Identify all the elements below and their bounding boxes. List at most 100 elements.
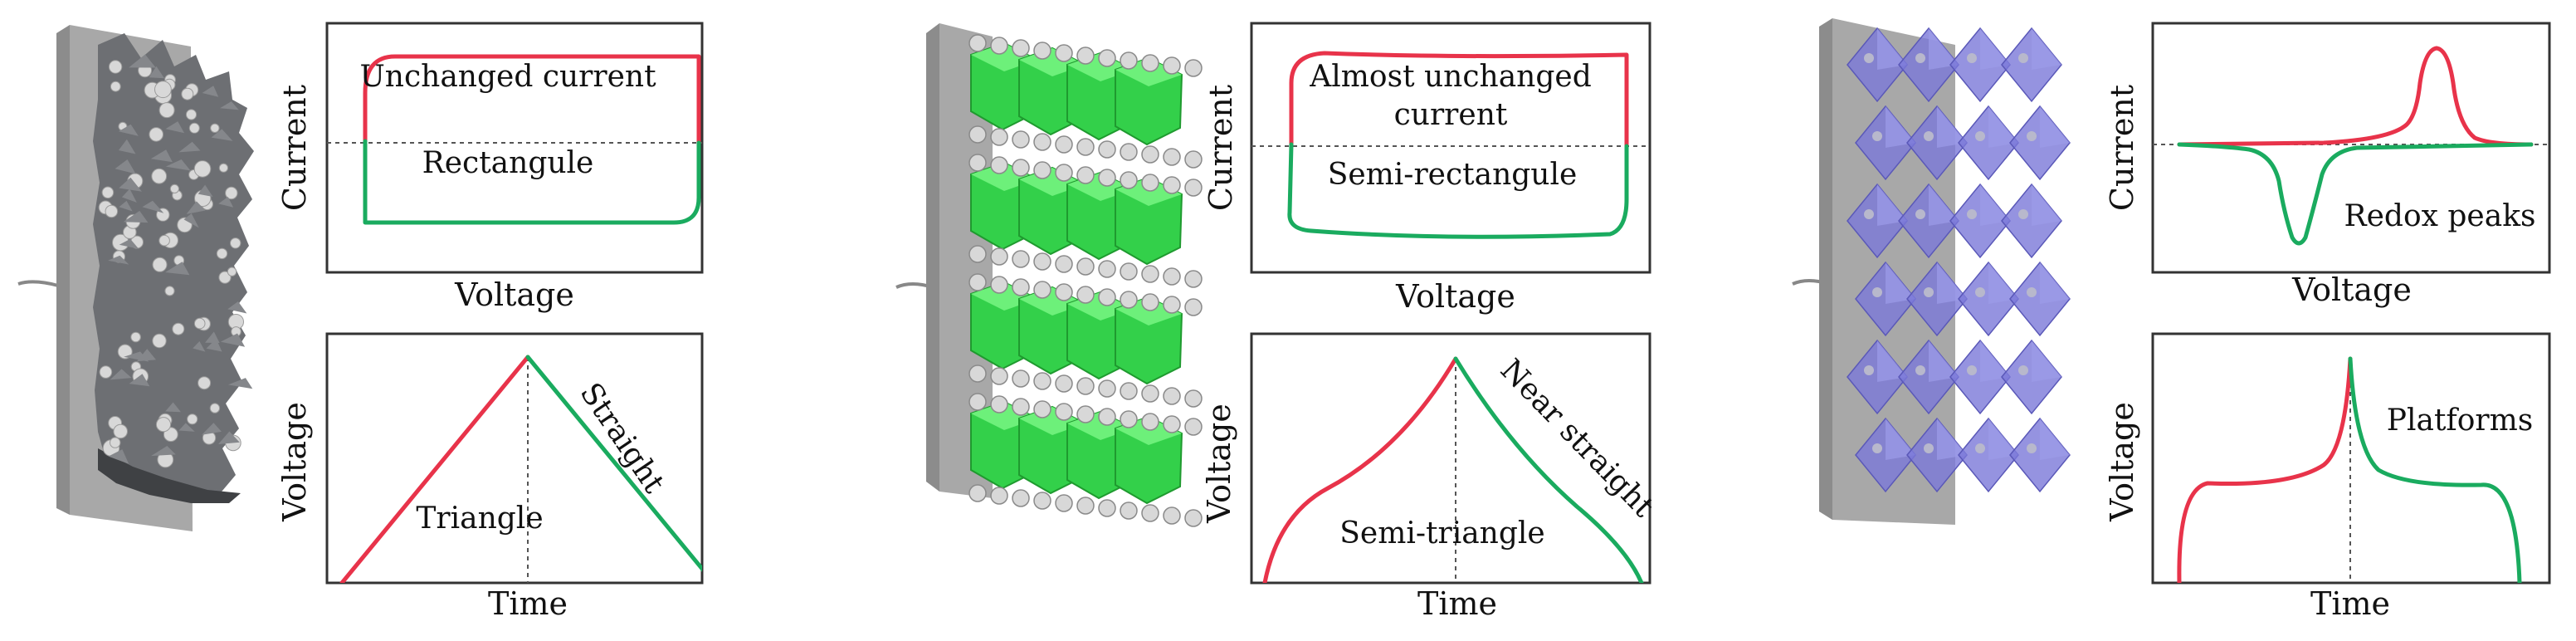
surface-ridge bbox=[206, 338, 222, 352]
surface-ridge bbox=[118, 124, 139, 136]
surface-ball bbox=[1055, 135, 1073, 154]
surface-ball bbox=[968, 365, 987, 383]
particle bbox=[188, 122, 200, 134]
particle bbox=[216, 247, 228, 260]
particle bbox=[105, 204, 119, 218]
crystal-facet bbox=[2040, 106, 2070, 148]
surface-ball bbox=[1141, 265, 1159, 283]
surface-ball bbox=[990, 367, 1008, 385]
electrode-wire bbox=[17, 280, 59, 287]
x-axis-label: Voltage bbox=[2291, 272, 2412, 308]
plot-frame bbox=[325, 332, 704, 585]
y-axis-label: Current bbox=[2104, 85, 2140, 211]
particle bbox=[99, 365, 113, 379]
surface-ridge bbox=[183, 213, 199, 228]
surface-ball bbox=[1055, 44, 1073, 62]
particle bbox=[169, 183, 179, 193]
gcd-charge-curve bbox=[339, 355, 530, 583]
surface-ball bbox=[1012, 369, 1030, 388]
particle bbox=[110, 437, 121, 448]
surface-ball bbox=[1033, 252, 1051, 271]
surface-ball bbox=[1012, 489, 1030, 507]
crystal-facet bbox=[1988, 262, 2018, 304]
gcd-label-slope: Straight bbox=[573, 377, 671, 500]
particle bbox=[198, 376, 212, 390]
particle bbox=[230, 237, 242, 249]
crystal-facet bbox=[1877, 28, 1907, 70]
surface-ball bbox=[1055, 255, 1073, 273]
surface-ridge bbox=[165, 262, 190, 276]
electrode-plate-side bbox=[56, 25, 70, 515]
gcd-label-center: Triangle bbox=[416, 502, 543, 536]
x-axis-label: Time bbox=[488, 585, 568, 622]
surface-ridge bbox=[198, 184, 213, 197]
surface-ridge bbox=[220, 333, 246, 347]
surface-ball bbox=[1055, 403, 1073, 421]
surface-ridge bbox=[165, 159, 191, 171]
surface-ridge bbox=[123, 210, 149, 223]
gcd-label-slope: Near straight bbox=[1494, 353, 1661, 524]
particle bbox=[164, 286, 175, 296]
surface-ridge bbox=[178, 141, 201, 153]
surface-ball bbox=[1872, 443, 1882, 453]
cv-label-bottom: Semi-rectangule bbox=[1328, 158, 1578, 192]
surface-ball bbox=[1163, 148, 1181, 166]
surface-ball bbox=[1184, 389, 1203, 408]
plot-frame bbox=[2151, 22, 2551, 274]
surface-ball bbox=[1098, 140, 1116, 159]
cv-label-top: Unchanged current bbox=[359, 60, 656, 94]
gcd-charge-curve bbox=[2177, 356, 2353, 583]
surface-ridge bbox=[186, 201, 206, 214]
surface-ball bbox=[990, 487, 1008, 505]
surface-ball bbox=[1033, 133, 1051, 151]
surface-ball bbox=[968, 273, 987, 291]
surface-ball bbox=[1033, 372, 1051, 390]
panel-1-cv-plot: Unchanged current Rectangule Current Vol… bbox=[276, 22, 704, 313]
surface-ridge bbox=[150, 149, 173, 163]
surface-ball bbox=[990, 276, 1008, 294]
crystal-facet bbox=[1980, 28, 2010, 70]
surface-ridge bbox=[110, 369, 132, 380]
surface-ridge bbox=[218, 431, 240, 444]
surface-ball bbox=[1967, 209, 1977, 219]
surface-ball bbox=[1184, 270, 1203, 288]
crystal-facet bbox=[1929, 28, 1959, 70]
surface-ridge bbox=[119, 200, 133, 212]
crystal-facet bbox=[1937, 106, 1967, 148]
surface-ball bbox=[1120, 143, 1138, 161]
surface-ridge bbox=[118, 139, 136, 154]
surface-ball bbox=[968, 245, 987, 263]
surface-ball bbox=[968, 393, 987, 411]
electrode-plate-side bbox=[1819, 18, 1832, 520]
crystal-facet bbox=[2032, 28, 2061, 70]
surface-ball bbox=[1184, 418, 1203, 436]
particle bbox=[149, 127, 163, 142]
surface-ball bbox=[1076, 405, 1095, 423]
panel-2-cv-plot: Almost unchanged current Semi-rectangule… bbox=[1203, 22, 1651, 315]
crystal-stack bbox=[968, 273, 1203, 408]
particle bbox=[187, 413, 198, 425]
crystal-facet bbox=[1988, 106, 2018, 148]
surface-ball bbox=[1141, 384, 1159, 403]
crystal-facet bbox=[1937, 418, 1967, 460]
particle bbox=[113, 423, 128, 439]
surface-ridge bbox=[165, 402, 181, 413]
gcd-discharge-curve bbox=[525, 355, 702, 572]
surface-ball bbox=[1184, 298, 1203, 316]
particle bbox=[152, 257, 168, 272]
surface-ball bbox=[1076, 286, 1095, 304]
panel-3-gcd-plot: Platforms Voltage Time bbox=[2104, 332, 2551, 622]
surface-ball bbox=[2027, 131, 2037, 141]
particle bbox=[209, 403, 221, 413]
surface-ball bbox=[2018, 53, 2028, 63]
particle bbox=[117, 344, 133, 360]
surface-ball bbox=[1012, 250, 1030, 268]
cv-label-bottom: Rectangule bbox=[422, 146, 594, 180]
crystal-facet bbox=[1877, 184, 1907, 226]
x-axis-label: Voltage bbox=[454, 276, 574, 313]
cv-discharge-curve bbox=[1287, 142, 1629, 239]
crystal-facet bbox=[1929, 340, 1959, 382]
surface-ball bbox=[1163, 296, 1181, 314]
surface-ball bbox=[2018, 209, 2028, 219]
